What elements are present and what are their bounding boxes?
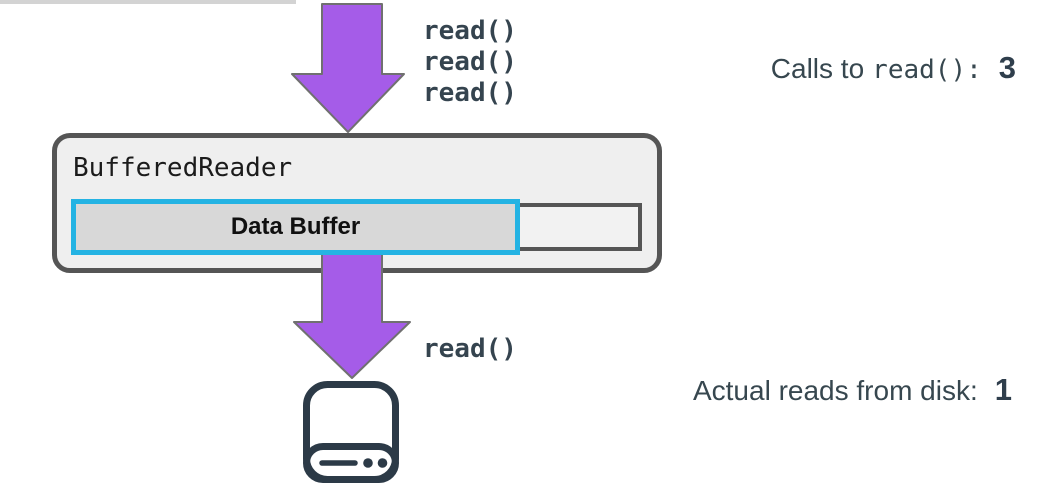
read-call-label: read(): [423, 78, 517, 108]
crop-artifact-strip: [0, 0, 296, 4]
read-call-label: read(): [423, 16, 517, 46]
data-buffer-label: Data Buffer: [230, 213, 361, 240]
calls-count-row: Calls to read(): 3: [771, 50, 1016, 86]
down-arrow-icon: [291, 3, 405, 133]
data-buffer: Data Buffer: [71, 199, 520, 255]
buffered-reader-title: BufferedReader: [73, 153, 293, 183]
calls-code-label: read():: [872, 55, 982, 85]
disk-reads-value: 1: [994, 372, 1012, 407]
down-arrow-shape: [293, 242, 411, 379]
disk-read-label: read(): [423, 334, 517, 364]
calls-count-value: 3: [998, 50, 1016, 85]
hard-drive-icon: [303, 381, 399, 483]
disk-reads-row: Actual reads from disk: 1: [693, 372, 1012, 408]
hard-drive-slot: [303, 443, 399, 483]
down-arrow-shape: [291, 3, 405, 133]
down-arrow-icon: [293, 242, 411, 379]
disk-reads-label: Actual reads from disk:: [692, 375, 978, 406]
read-call-label: read(): [423, 47, 517, 77]
read-calls-label-group: read() read() read(): [423, 16, 517, 109]
calls-label: Calls to: [770, 53, 865, 84]
